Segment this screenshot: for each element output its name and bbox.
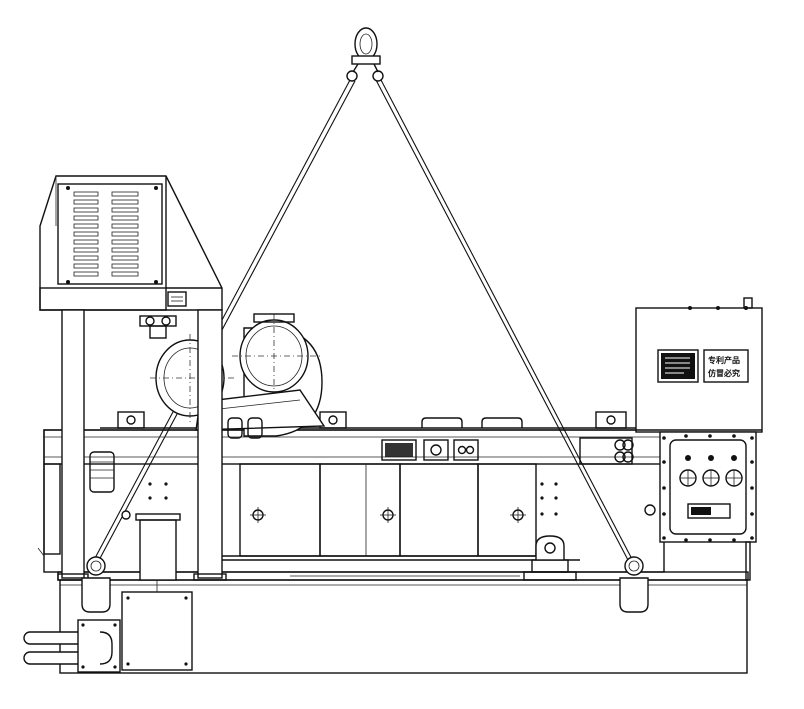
deck-top bbox=[100, 411, 640, 429]
discharge-chute bbox=[121, 513, 193, 671]
lifting-sling-left bbox=[93, 79, 356, 563]
inlet-pipes bbox=[23, 619, 121, 673]
deck-nameplates bbox=[381, 439, 479, 461]
control-knob-3 bbox=[725, 469, 743, 487]
tank-body bbox=[37, 429, 665, 573]
vent-slots-left bbox=[73, 191, 99, 277]
vibrator-motors bbox=[150, 313, 326, 439]
lifting-sling-right bbox=[375, 79, 634, 562]
sling-clamp-left bbox=[121, 510, 131, 520]
control-knob-1 bbox=[679, 469, 697, 487]
lifting-shackle bbox=[346, 27, 384, 82]
left-electrical-cabinet bbox=[39, 175, 223, 339]
patent-plate-line2: 仿冒必究 bbox=[708, 368, 740, 378]
lifting-lug-left bbox=[81, 556, 111, 613]
right-control-box: 专利产品 仿冒必究 bbox=[635, 297, 763, 433]
lifting-lug-right bbox=[619, 556, 649, 613]
control-knob-2 bbox=[702, 469, 720, 487]
explosion-proof-starter-box bbox=[659, 431, 757, 543]
cabinet-stand-legs bbox=[57, 309, 227, 581]
patent-plate-line1: 专利产品 bbox=[708, 355, 740, 365]
starter-box-post bbox=[745, 541, 751, 581]
patent-plate bbox=[703, 349, 749, 383]
pivot-support bbox=[523, 535, 577, 581]
vent-slots-right bbox=[111, 191, 139, 277]
